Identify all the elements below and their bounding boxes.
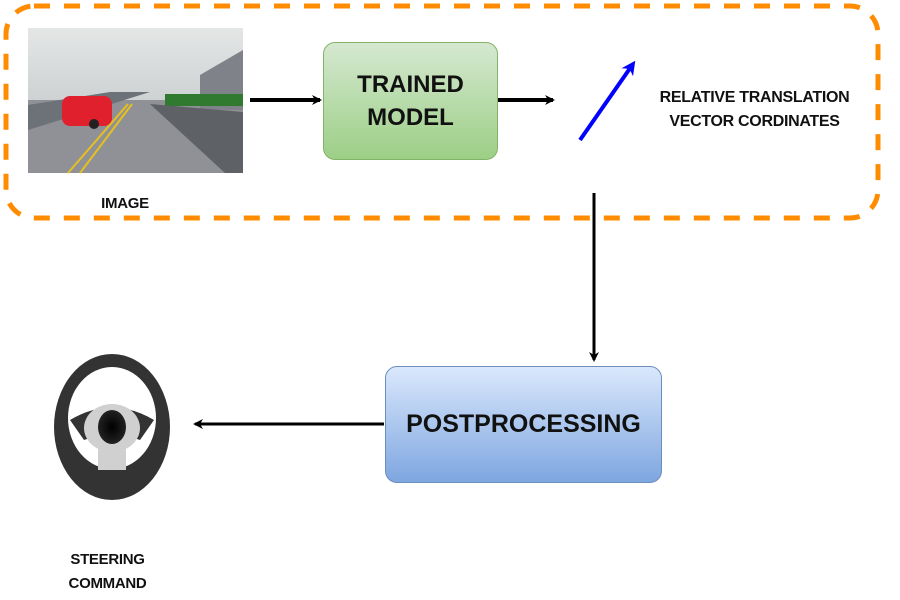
- steering-wheel-icon: [54, 354, 170, 500]
- trained-model-label-1: TRAINED: [357, 71, 464, 98]
- model-group-container: [3, 3, 881, 221]
- vector-arrow-icon: [578, 60, 636, 142]
- output-label-line-2: VECTOR CORDINATES: [669, 113, 840, 130]
- postprocessing-node: POSTPROCESSING: [385, 366, 662, 483]
- output-label-line-1: RELATIVE TRANSLATION: [659, 89, 850, 106]
- trained-model-label-2: MODEL: [367, 104, 454, 131]
- trained-model-node: TRAINED MODEL: [323, 42, 498, 160]
- image-label: IMAGE: [101, 195, 149, 212]
- input-image-thumbnail: [28, 28, 243, 174]
- steering-label-line-2: COMMAND: [68, 575, 147, 592]
- steering-label: STEERING COMMAND: [45, 548, 170, 596]
- output-label: RELATIVE TRANSLATION VECTOR CORDINATES: [632, 86, 877, 134]
- postprocessing-label: POSTPROCESSING: [406, 410, 641, 438]
- steering-label-line-1: STEERING: [70, 551, 145, 568]
